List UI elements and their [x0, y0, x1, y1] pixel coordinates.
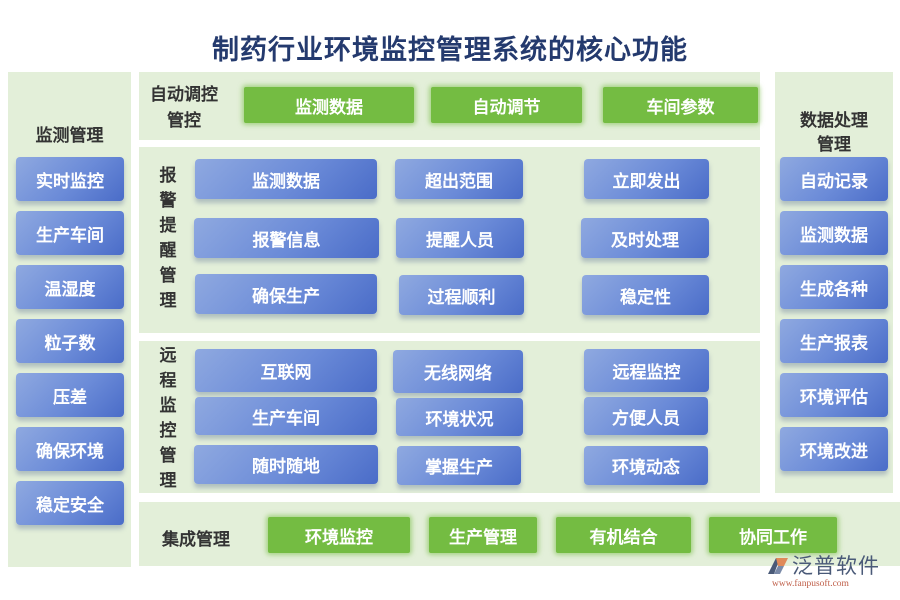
auto-control-heading-line2: 管控 — [167, 111, 201, 131]
auto-control-panel: 自动调控 管控 监测数据 自动调节 车间参数 — [139, 72, 760, 140]
brand-logo: 泛普软件 www.fanpusoft.com — [766, 550, 896, 598]
remote-item[interactable]: 环境状况 — [396, 398, 523, 436]
alarm-item[interactable]: 提醒人员 — [396, 218, 524, 258]
data-processing-item[interactable]: 生成各种 — [780, 265, 888, 309]
alarm-item[interactable]: 过程顺利 — [399, 275, 524, 315]
remote-item[interactable]: 生产车间 — [195, 397, 377, 435]
alarm-heading: 报警提醒管理 — [159, 166, 177, 311]
logo-name: 泛普软件 — [792, 554, 880, 578]
monitoring-panel: 监测管理 实时监控 生产车间 温湿度 粒子数 压差 确保环境 稳定安全 — [8, 72, 131, 567]
remote-heading: 远程监控管理 — [159, 346, 177, 491]
data-processing-item[interactable]: 生产报表 — [780, 319, 888, 363]
remote-item[interactable]: 无线网络 — [393, 350, 523, 393]
monitoring-item[interactable]: 实时监控 — [16, 157, 124, 201]
alarm-item[interactable]: 确保生产 — [195, 274, 377, 314]
integration-item[interactable]: 生产管理 — [429, 517, 537, 553]
integration-panel: 集成管理 环境监控 生产管理 有机结合 协同工作 — [139, 502, 900, 566]
monitoring-item[interactable]: 粒子数 — [16, 319, 124, 363]
remote-item[interactable]: 掌握生产 — [397, 446, 521, 485]
alarm-item[interactable]: 稳定性 — [582, 275, 709, 315]
monitoring-heading: 监测管理 — [35, 126, 104, 146]
remote-item[interactable]: 环境动态 — [584, 446, 708, 485]
logo-url: www.fanpusoft.com — [772, 579, 849, 589]
logo-mark-icon — [768, 558, 788, 574]
monitoring-item[interactable]: 生产车间 — [16, 211, 124, 255]
data-processing-item[interactable]: 环境改进 — [780, 427, 888, 471]
monitoring-item[interactable]: 温湿度 — [16, 265, 124, 309]
data-processing-panel: 数据处理 管理 自动记录 监测数据 生成各种 生产报表 环境评估 环境改进 — [775, 72, 893, 493]
auto-control-item[interactable]: 车间参数 — [603, 87, 758, 123]
alarm-item[interactable]: 报警信息 — [194, 218, 379, 258]
remote-panel: 远程监控管理 互联网 无线网络 远程监控 生产车间 环境状况 方便人员 随时随地… — [139, 341, 760, 493]
remote-item[interactable]: 方便人员 — [584, 397, 708, 435]
auto-control-item[interactable]: 自动调节 — [431, 87, 582, 123]
data-processing-item[interactable]: 自动记录 — [780, 157, 888, 201]
integration-heading: 集成管理 — [162, 530, 230, 550]
alarm-panel: 报警提醒管理 监测数据 超出范围 立即发出 报警信息 提醒人员 及时处理 确保生… — [139, 147, 760, 333]
alarm-item[interactable]: 立即发出 — [584, 159, 709, 199]
monitoring-item[interactable]: 确保环境 — [16, 427, 124, 471]
data-processing-heading-line1: 数据处理 — [800, 111, 868, 131]
integration-item[interactable]: 有机结合 — [556, 517, 691, 553]
remote-item[interactable]: 随时随地 — [194, 445, 378, 484]
page-title: 制药行业环境监控管理系统的核心功能 — [212, 35, 688, 66]
monitoring-item[interactable]: 压差 — [16, 373, 124, 417]
remote-item[interactable]: 远程监控 — [584, 349, 709, 392]
alarm-item[interactable]: 及时处理 — [581, 218, 709, 258]
integration-item[interactable]: 协同工作 — [709, 517, 837, 553]
data-processing-heading-line2: 管理 — [817, 135, 851, 155]
alarm-item[interactable]: 超出范围 — [395, 159, 523, 199]
monitoring-item[interactable]: 稳定安全 — [16, 481, 124, 525]
alarm-item[interactable]: 监测数据 — [195, 159, 377, 199]
auto-control-heading-line1: 自动调控 — [150, 85, 218, 105]
auto-control-item[interactable]: 监测数据 — [244, 87, 414, 123]
data-processing-item[interactable]: 监测数据 — [780, 211, 888, 255]
integration-item[interactable]: 环境监控 — [268, 517, 410, 553]
data-processing-item[interactable]: 环境评估 — [780, 373, 888, 417]
remote-item[interactable]: 互联网 — [195, 349, 377, 392]
